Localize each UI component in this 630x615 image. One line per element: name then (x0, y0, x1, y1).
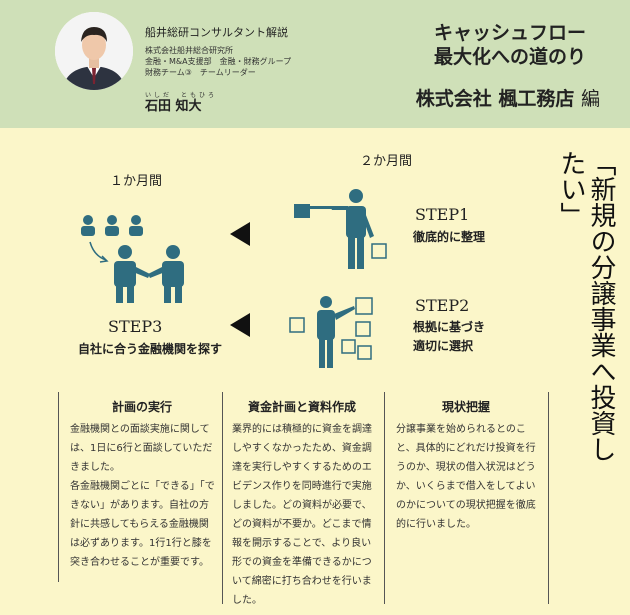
org-line-1: 株式会社船井総合研究所 (145, 46, 233, 55)
divider (58, 392, 59, 582)
divider (384, 392, 385, 604)
column-heading-execution: 計画の実行 (111, 400, 172, 414)
org-line-3: 財務チーム③ チームリーダー (145, 68, 256, 77)
name-ruby: いしだ ともひろ (145, 92, 218, 99)
column-paragraph: 各金融機関ごとに「できる」「できない」があります。自社の方針に共感してもらえる金… (70, 481, 215, 568)
commentary-label: 船井総研コンサルタント解説 (145, 26, 288, 39)
column-paragraph: 業界的には積極的に資金を調達しやすくなかったため、資金調達を実行しやすくするため… (232, 424, 372, 606)
handshake-illustration (81, 215, 184, 303)
step1-desc: 徹底的に整理 (413, 230, 486, 244)
company-name: 株式会社 楓工務店 (415, 88, 575, 110)
title-line-1: キャッシュフロー (433, 22, 586, 44)
step3-desc: 自社に合う金融機関を探す (78, 342, 223, 356)
step2-title: STEP2 (415, 296, 470, 315)
header-band: 船井総研コンサルタント解説 株式会社船井総合研究所 金融・M&A支援部 金融・財… (0, 0, 630, 128)
column-text-funding-plan: 業界的には積極的に資金を調達しやすくなかったため、資金調達を実行しやすくするため… (232, 420, 378, 610)
consultant-name: 石田 知大 (145, 99, 202, 114)
company-title: 株式会社 楓工務店 編 (416, 84, 600, 111)
column-text-status: 分譲事業を始められるとのこと、具体的にどれだけ投資を行うのか、現状の借入状況はど… (396, 420, 542, 534)
arrow-step1-to-step3 (230, 222, 250, 246)
org-line-2: 金融・M&A支援部 金融・財務グループ (145, 57, 292, 66)
column-paragraph: 分譲事業を始められるとのこと、具体的にどれだけ投資を行うのか、現状の借入状況はど… (396, 424, 536, 530)
column-heading-status: 現状把握 (441, 400, 490, 414)
step2-desc-line-2: 適切に選択 (413, 339, 474, 353)
step3-title: STEP3 (108, 317, 163, 336)
column-heading-funding-plan: 資金計画と資料作成 (247, 400, 356, 414)
selection-illustration (289, 296, 373, 368)
sorting-illustration (294, 189, 387, 269)
arrow-step2-to-step3 (230, 313, 250, 337)
step1-title: STEP1 (415, 205, 470, 224)
divider (548, 392, 549, 604)
period-two-months: ２か月間 (360, 154, 413, 169)
period-one-month: １か月間 (110, 174, 163, 189)
title-line-2: 最大化への道のり (433, 46, 586, 68)
vertical-title: 「新規の分譲事業へ投資したい」 (556, 150, 616, 462)
column-paragraph: 金融機関との面談実施に関しては、1日に6行と面談していただきました。 (70, 424, 213, 473)
avatar (55, 12, 133, 90)
step2-desc-line-1: 根拠に基づき (413, 320, 486, 334)
column-text-execution: 金融機関との面談実施に関しては、1日に6行と面談していただきました。 各金融機関… (70, 420, 218, 572)
divider (222, 392, 223, 604)
company-suffix: 編 (580, 88, 600, 110)
